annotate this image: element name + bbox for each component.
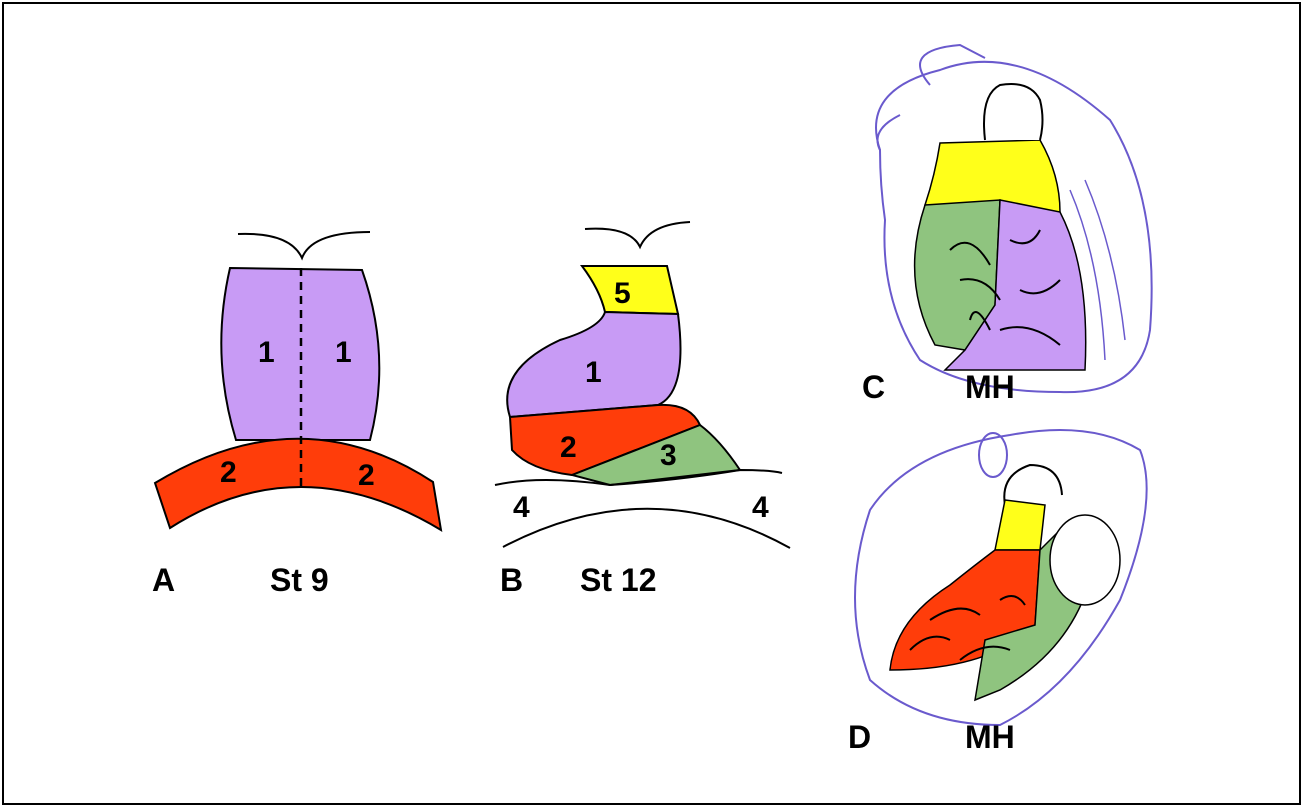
panel-a-red-band [155, 439, 441, 530]
panel-a: 1 1 2 2 A St 9 [152, 232, 441, 598]
panel-d: D MH [848, 430, 1147, 755]
panel-b: 5 1 2 3 4 4 B St 12 [495, 222, 790, 598]
panel-d-ring [979, 433, 1007, 477]
panel-a-stage: St 9 [270, 562, 329, 598]
panel-d-vessel-outline [1004, 465, 1062, 505]
panel-d-letter: D [848, 719, 871, 755]
panel-b-lower-arc [503, 509, 790, 548]
panel-d-label: MH [965, 719, 1015, 755]
segment-label: 2 [560, 431, 577, 464]
segment-label: 4 [752, 491, 769, 524]
segment-label: 2 [358, 459, 375, 492]
panel-c: C MH [862, 45, 1152, 405]
segment-label: 4 [513, 491, 530, 524]
segment-label: 2 [220, 456, 237, 489]
panel-c-outer-loop [878, 45, 986, 150]
panel-d-yellow-region [995, 500, 1045, 550]
panel-a-top-curve [238, 232, 370, 258]
panel-c-letter: C [862, 369, 885, 405]
panel-b-top-curve [585, 222, 690, 247]
panel-c-vessel-outline [984, 84, 1043, 140]
panel-b-stage: St 12 [580, 562, 656, 598]
segment-label: 3 [660, 439, 677, 472]
panel-c-label: MH [965, 369, 1015, 405]
panel-b-letter: B [500, 562, 523, 598]
segment-label: 1 [335, 336, 352, 369]
segment-label: 5 [614, 277, 631, 310]
segment-label: 1 [585, 356, 602, 389]
panel-d-white-bulb [1050, 515, 1120, 605]
segment-label: 1 [258, 336, 275, 369]
panel-a-letter: A [152, 562, 175, 598]
